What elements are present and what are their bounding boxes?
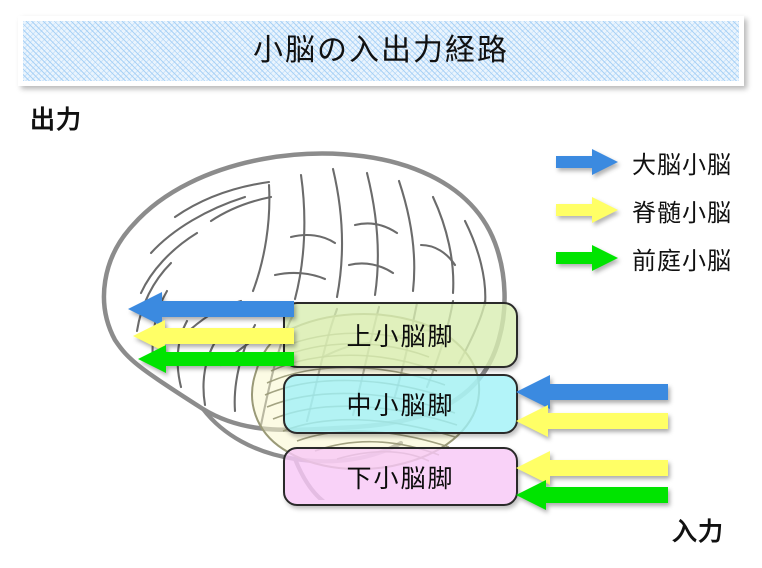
output-label: 出力	[30, 106, 83, 134]
legend-item-vestibulocerebellum[interactable]: 前庭小脳	[556, 234, 756, 282]
legend-item-spinocerebellum[interactable]: 脊髄小脳	[556, 186, 756, 234]
input-arrow-blue-to-middle-peduncle	[516, 375, 668, 409]
box-inferior-label: 下小脳脚	[346, 464, 455, 493]
box-middle-cerebellar-peduncle[interactable]: 中小脳脚	[283, 374, 518, 434]
output-arrow-yellow-spinocerebellum	[133, 320, 294, 352]
legend-arrow-blue-icon	[556, 149, 618, 175]
box-superior-label: 上小脳脚	[346, 323, 455, 351]
box-middle-label: 中小脳脚	[346, 392, 455, 420]
legend: 大脳小脳 脊髄小脳 前庭小脳	[556, 138, 756, 282]
title-banner-pattern: 小脳の入出力経路	[23, 21, 739, 81]
page-title: 小脳の入出力経路	[253, 34, 509, 67]
input-arrow-yellow-to-inferior-peduncle	[516, 451, 668, 485]
legend-arrow-green-icon	[556, 245, 618, 271]
legend-arrow-yellow-icon	[556, 197, 618, 223]
input-arrow-yellow-to-middle-peduncle	[516, 405, 668, 437]
output-arrow-blue-cerebrocerebellum	[128, 292, 294, 326]
input-label: 入力	[672, 518, 725, 546]
title-banner: 小脳の入出力経路	[18, 16, 744, 86]
box-inferior-cerebellar-peduncle[interactable]: 下小脳脚	[283, 447, 518, 506]
legend-label-vestibulocerebellum: 前庭小脳	[632, 247, 732, 275]
legend-label-spinocerebellum: 脊髄小脳	[632, 199, 732, 227]
input-arrow-green-to-inferior-peduncle	[516, 480, 668, 510]
legend-label-cerebrocerebellum: 大脳小脳	[632, 151, 732, 179]
output-arrow-green-vestibulocerebellum	[138, 345, 294, 373]
box-superior-cerebellar-peduncle[interactable]: 上小脳脚	[283, 302, 518, 368]
legend-item-cerebrocerebellum[interactable]: 大脳小脳	[556, 138, 756, 186]
